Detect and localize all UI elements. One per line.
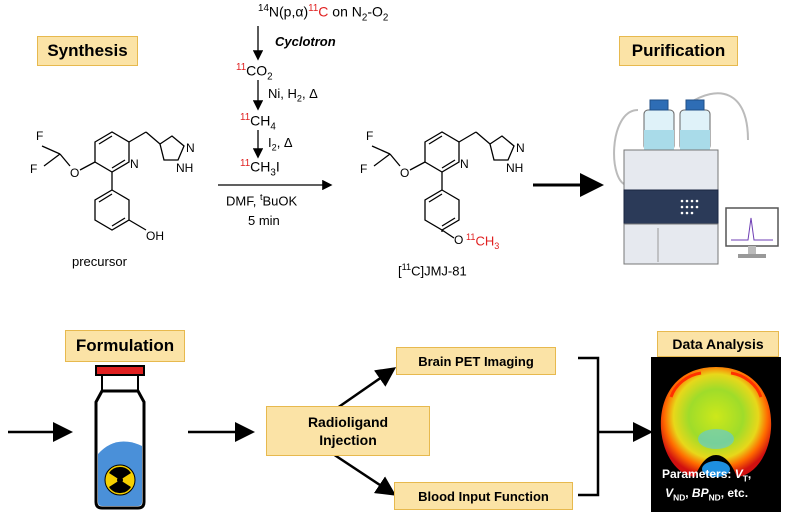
svg-text:N: N	[186, 141, 195, 155]
product-label: [11C]JMJ-81	[398, 262, 467, 279]
svg-text:F: F	[36, 129, 43, 143]
svg-text:F: F	[360, 162, 367, 176]
arrow-to-pet	[329, 367, 397, 415]
nuclear-reaction: 14N(p,α)11C on N2-O2	[258, 3, 389, 24]
ch4-label: 11CH4	[240, 112, 276, 133]
purification-label: Purification	[619, 36, 738, 66]
svg-text:NH: NH	[176, 161, 193, 175]
svg-text:OH: OH	[146, 229, 164, 243]
svg-text:F: F	[30, 162, 37, 176]
radioligand-injection-text: Radioligand Injection	[307, 413, 389, 448]
arrow-to-blood	[329, 450, 397, 496]
coupling-solvent: DMF, tBuOK	[226, 192, 298, 209]
brain-slice	[660, 367, 772, 477]
hplc-instrument	[613, 92, 779, 265]
coupling-time: 5 min	[248, 213, 280, 228]
product-structure: F F O N N NH O	[360, 129, 525, 247]
precursor-label: precursor	[72, 254, 127, 269]
svg-text:F: F	[366, 129, 373, 143]
blood-input-label: Blood Input Function	[394, 482, 573, 510]
merge-bracket	[578, 356, 600, 497]
co2-label: 11CO2	[236, 62, 273, 83]
ch3i-label: 11CH3I	[240, 158, 280, 179]
parameters-text: Parameters: VT,VND, BPND, etc.	[662, 467, 752, 503]
cyclotron-label: Cyclotron	[275, 34, 336, 49]
brain-pet-label: Brain PET Imaging	[396, 347, 556, 375]
svg-text:N: N	[130, 157, 139, 171]
svg-text:NH: NH	[506, 161, 523, 175]
formulation-vial	[94, 365, 146, 510]
product-ch3: 11CH3	[466, 232, 500, 251]
svg-text:N: N	[460, 157, 469, 171]
svg-text:O: O	[400, 166, 409, 180]
data-analysis-label: Data Analysis	[657, 331, 779, 357]
vial-cap	[95, 365, 145, 376]
step2-conditions: I2, Δ	[268, 135, 293, 153]
radioligand-injection-box: Radioligand Injection	[266, 406, 430, 456]
formulation-label: Formulation	[65, 330, 185, 362]
pet-brain-image	[651, 357, 781, 512]
svg-text:O: O	[70, 166, 79, 180]
step1-conditions: Ni, H2, Δ	[268, 86, 318, 104]
svg-text:O: O	[454, 233, 463, 247]
pump-module	[623, 189, 719, 225]
precursor-structure: F F O N N NH OH	[30, 129, 195, 243]
svg-text:N: N	[516, 141, 525, 155]
synthesis-label: Synthesis	[37, 36, 138, 66]
